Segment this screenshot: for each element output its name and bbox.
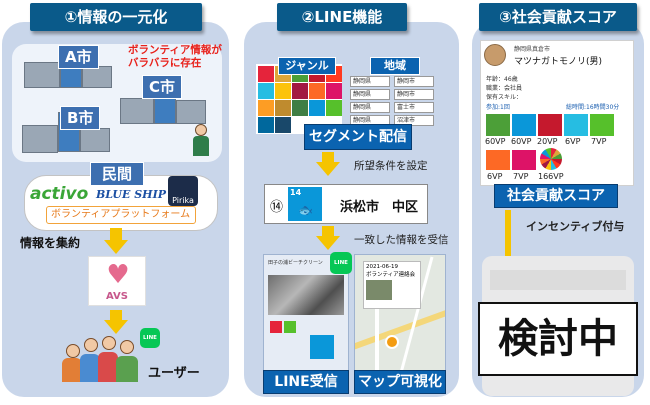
social-score-button[interactable]: 社会貢献スコア: [494, 184, 618, 208]
profile-avatar: [484, 44, 506, 66]
city-b-label: B市: [60, 106, 101, 130]
pirika-label: Pirika: [172, 196, 194, 205]
line-app-icon: LINE: [140, 328, 160, 348]
region-city-4[interactable]: 沼津市: [394, 115, 434, 126]
activo-logo: activo: [30, 184, 89, 204]
vp-7: 7VP: [513, 172, 529, 181]
vp-total: 166VP: [538, 172, 564, 181]
city-c-building-3: [176, 100, 206, 124]
panel1-title: ①情報の一元化: [30, 3, 202, 31]
receive-text: 一致した情報を受信: [354, 234, 449, 246]
location-text: 浜松市 中区: [340, 200, 419, 215]
line-badge: LINE: [330, 252, 352, 274]
map-popup-date: 2021-06-19: [366, 264, 398, 270]
region-pref-1[interactable]: 静岡県: [350, 76, 390, 87]
region-pref-2[interactable]: 静岡県: [350, 89, 390, 100]
vp-6: 6VP: [487, 172, 503, 181]
user-arrow-head: [104, 320, 128, 334]
incentive-text: インセンティブ付与: [526, 220, 625, 233]
volunteer-platform-logo: ボランティアプラットフォーム: [46, 206, 196, 224]
sdg-badge-7: [512, 150, 536, 170]
city-a-building-3: [82, 66, 112, 88]
condition-text: 所望条件を設定: [354, 160, 428, 172]
sdg-badge-1: [486, 114, 510, 136]
pirika-logo: Pirika: [168, 176, 198, 206]
city-a-building: [24, 62, 60, 88]
map-popup: 2021-06-19 ボランティア連絡会: [363, 261, 421, 309]
map-visualize-button[interactable]: マップ可視化: [354, 370, 446, 394]
receive-arrow-head: [316, 236, 340, 250]
vp-2: 60VP: [511, 137, 532, 146]
sdg-badge-2: [512, 114, 536, 136]
region-city-2[interactable]: 静岡市: [394, 89, 434, 100]
users-crowd-icon: [62, 334, 146, 384]
avs-logo: ♥ AVS: [88, 256, 146, 306]
sdg-wheel-icon: [540, 148, 562, 170]
line-badge-label: LINE: [143, 335, 157, 341]
region-city-1[interactable]: 静岡市: [394, 76, 434, 87]
profile-name: マツナガトモノリ(男): [514, 57, 603, 67]
confused-person-icon: [190, 124, 212, 158]
blueship-logo: BLUE SHIP: [96, 188, 166, 201]
vp-1: 60VP: [485, 137, 506, 146]
under-review-box: [478, 302, 638, 376]
sdg-badge-3: [538, 114, 562, 136]
city-a-label: A市: [58, 45, 99, 69]
city-c-building: [120, 98, 154, 124]
map-popup-event: ボランティア連絡会: [366, 272, 416, 278]
sdg14-icon: 14 🐟: [288, 187, 322, 221]
private-label: 民間: [90, 162, 144, 186]
card-title: 田子の浦ビーチクリーン: [268, 260, 323, 266]
region-city-3[interactable]: 富士市: [394, 102, 434, 113]
faded-preview-block: [490, 270, 626, 290]
stats-total-time: 総時間:16時間30分: [566, 104, 620, 111]
collect-arrow-stem: [110, 228, 122, 240]
city-b-building: [22, 125, 58, 153]
panel2-title: ②LINE機能: [277, 3, 407, 31]
panel3-title: ③社会貢献スコア: [479, 3, 637, 31]
genre-tab[interactable]: ジャンル: [278, 57, 336, 75]
scattered-info-warning: ボランティア情報がバラバラに存在: [128, 44, 222, 69]
sdg14-number: 14: [290, 188, 302, 197]
avs-label: AVS: [105, 291, 128, 302]
profile-age: 年齢：46歳: [486, 76, 518, 83]
profile-skills: 保有スキル：: [486, 94, 523, 101]
under-review-text: 検討中: [498, 316, 618, 362]
map-view: 2021-06-19 ボランティア連絡会: [354, 254, 446, 372]
profile-location: 静岡県真倉市: [514, 46, 551, 53]
receive-arrow-stem: [322, 226, 334, 236]
vp-4: 6VP: [565, 137, 581, 146]
map-pin-icon[interactable]: [385, 335, 399, 349]
collect-arrow-head: [104, 240, 128, 254]
line-receive-button[interactable]: LINE受信: [263, 370, 349, 394]
vp-5: 7VP: [591, 137, 607, 146]
region-pref-3[interactable]: 静岡県: [350, 102, 390, 113]
sdg-badge-6: [486, 150, 510, 170]
collect-label: 情報を集約: [20, 236, 81, 250]
heart-icon: ♥: [106, 260, 130, 290]
condition-arrow-head: [316, 162, 340, 176]
city-b-building-3: [80, 128, 110, 152]
sdg-genre-grid: [256, 64, 342, 134]
volunteer-platform-label: ボランティアプラットフォーム: [51, 209, 191, 220]
incentive-arrow-stem: [505, 210, 511, 268]
condition-arrow-stem: [322, 152, 334, 162]
line-badge-text: LINE: [334, 260, 348, 266]
profile-job: 職業：会社員: [486, 85, 523, 92]
vp-3: 20VP: [537, 137, 558, 146]
stats-participation: 参加:1回: [486, 104, 510, 111]
user-arrow-stem: [110, 310, 122, 320]
city-c-label: C市: [142, 75, 183, 99]
sdg-badge-5: [590, 114, 614, 136]
circle-number: ⑭: [270, 200, 284, 215]
region-tab[interactable]: 地域: [370, 57, 420, 75]
sdg-badge-4: [564, 114, 588, 136]
segment-delivery-button[interactable]: セグメント配信: [304, 124, 412, 150]
user-label: ユーザー: [148, 366, 200, 381]
beach-photo: [268, 275, 344, 315]
